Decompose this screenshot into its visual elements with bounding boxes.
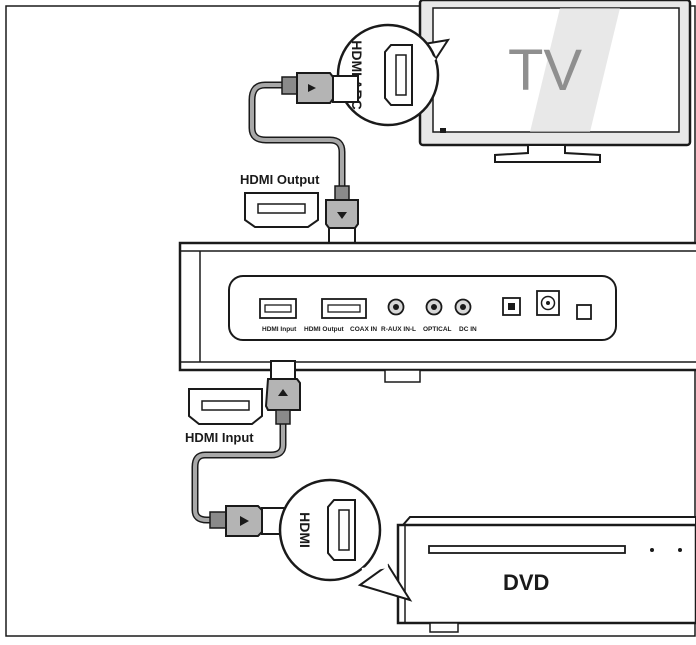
dvd-label: DVD (503, 570, 549, 595)
hdmi-output-port-icon (244, 192, 319, 228)
optical-port (502, 297, 521, 316)
dvd-body (396, 523, 696, 625)
aux-in-r-jack (425, 298, 443, 316)
tv-power-led (440, 128, 446, 133)
hdmi-cable-top (248, 72, 359, 249)
tv-screen-glare (530, 8, 620, 132)
plug-connector (270, 360, 296, 380)
dvd-indicator-light (650, 548, 654, 552)
dvd-hdmi-port-label: HDMI (297, 512, 313, 548)
plug-arrow-icon (278, 389, 288, 396)
port-label-aux-in: R-AUX IN-L (381, 326, 416, 333)
tv-stand (494, 144, 601, 163)
port-label-optical: OPTICAL (423, 326, 452, 333)
plug-connector (332, 75, 359, 103)
hdmi-input-port-icon (188, 388, 263, 425)
dvd-indicator-light (678, 548, 682, 552)
hdmi-input-port (259, 298, 297, 319)
hdmi-output-port (321, 298, 367, 319)
tv: TV (418, 0, 692, 163)
port-label-hdmi-input: HDMI Input (262, 326, 297, 333)
soundbar-port-panel (228, 275, 617, 341)
port-label-dc-in: DC IN (459, 326, 477, 333)
plug-arrow-icon (308, 84, 316, 92)
aux-in-l-jack (454, 298, 472, 316)
service-port (576, 304, 592, 320)
port-label-hdmi-output: HDMI Output (304, 326, 345, 333)
hdmi-input-label: HDMI Input (185, 430, 254, 445)
hdmi-output-label: HDMI Output (240, 172, 320, 187)
dc-in-port (536, 290, 560, 316)
plug-arrow-icon (337, 212, 347, 219)
plug-arrow-icon (240, 516, 249, 526)
tv-label: TV (508, 38, 582, 103)
soundbar: HDMI Input HDMI Output COAX IN R-AUX IN-… (178, 241, 696, 383)
dvd-player: DVD (396, 516, 696, 633)
port-label-coax-in: COAX IN (350, 326, 377, 333)
soundbar-foot (384, 369, 421, 383)
tv-hdmi-arc-callout: HDMI ARC (336, 23, 451, 127)
dvd-disc-slot (428, 545, 626, 554)
dvd-hdmi-callout: HDMI (278, 478, 413, 602)
plug-strain-relief (281, 76, 298, 95)
coax-in-jack (387, 298, 405, 316)
dvd-foot (429, 622, 459, 633)
